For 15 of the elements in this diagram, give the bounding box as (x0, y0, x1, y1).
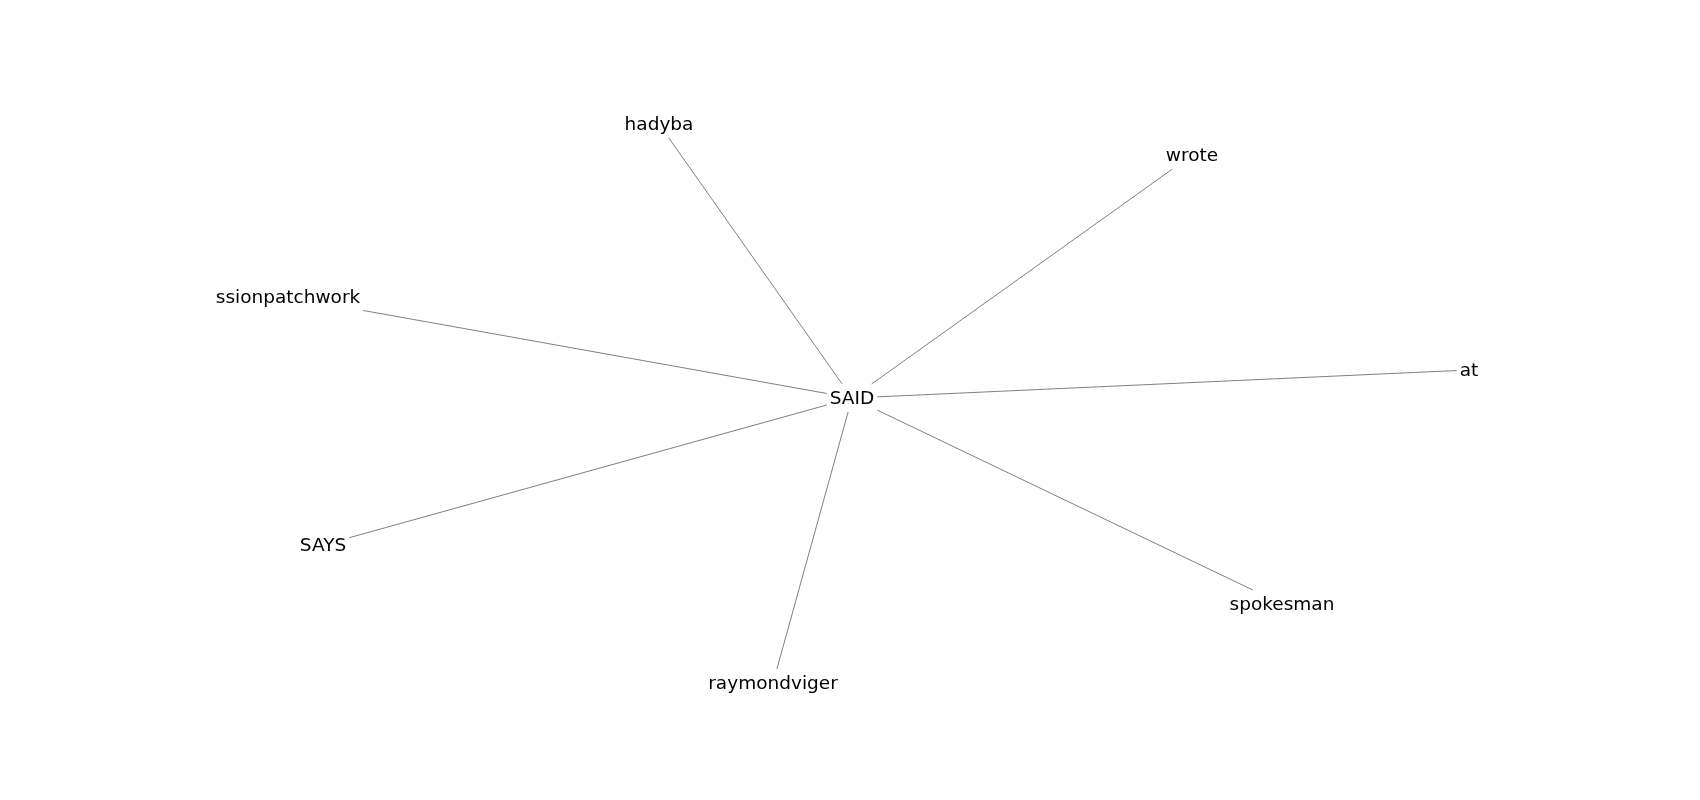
connector-line (668, 137, 843, 385)
word-label: spokesman (1229, 593, 1335, 615)
word-label: at (1459, 359, 1479, 381)
connector-line (876, 370, 1458, 398)
word-label: wrote (1165, 144, 1219, 166)
word-label: hadyba (624, 113, 694, 135)
connector-line (876, 409, 1254, 591)
word-label: SAID (829, 387, 875, 409)
word-label: raymondviger (708, 672, 838, 694)
connector-line (362, 309, 828, 394)
word-label: SAYS (299, 534, 347, 556)
connector-line (348, 404, 828, 539)
connector-line (871, 168, 1173, 385)
connector-line (776, 411, 849, 670)
word-label: ssionpatchwork (215, 286, 361, 308)
